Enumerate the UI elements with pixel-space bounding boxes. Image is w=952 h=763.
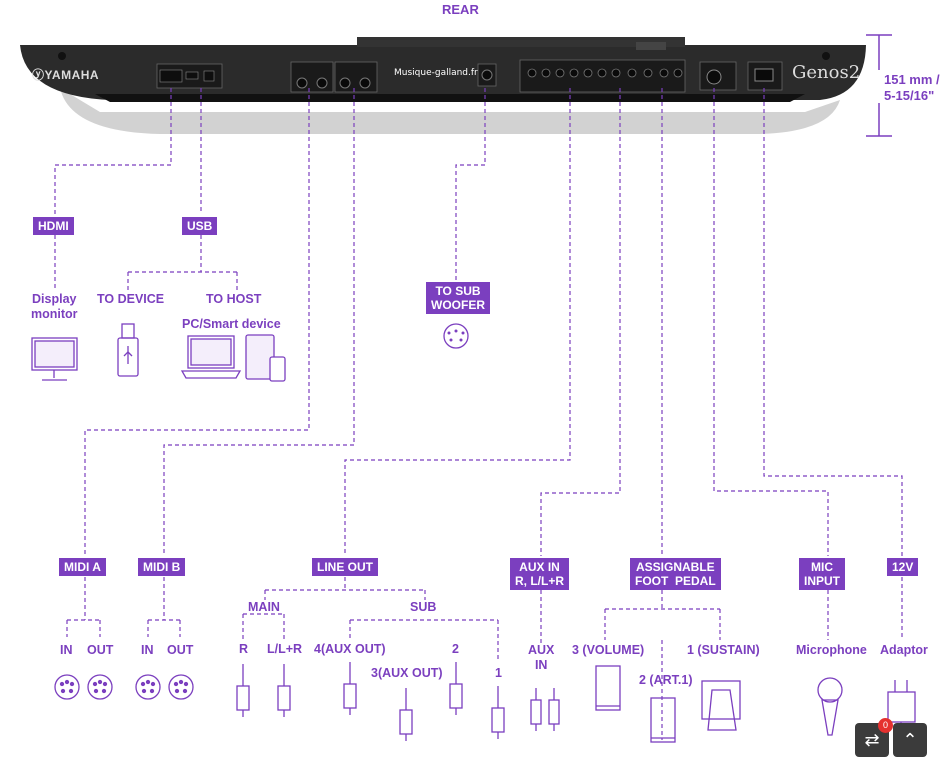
line-out-llr-label: L/L+R (267, 642, 303, 656)
midi-b-out-icon (168, 674, 194, 700)
display-monitor-line-2: monitor (31, 307, 78, 321)
height-dimension-marker (866, 34, 892, 137)
line-out-main-label: MAIN (248, 600, 280, 614)
pedal-3-volume-label: 3 (VOLUME) (572, 643, 645, 657)
foot-pedal-badge-line-1: ASSIGNABLE (635, 560, 715, 574)
sub-woofer-badge-line-2: WOOFER (431, 298, 485, 312)
midi-b-badge: MIDI B (138, 558, 186, 576)
to-host-label: TO HOST (206, 292, 262, 306)
pedal-2-art1-label: 2 (ART.1) (639, 673, 693, 687)
aux-in-badge: AUX IN R, L/L+R (510, 558, 570, 590)
midi-b-in-label: IN (141, 643, 154, 657)
dimension-line-2: 5-15/16" (884, 88, 935, 103)
sub-woofer-badge-line-1: TO SUB (435, 284, 481, 298)
midi-a-out-icon (87, 674, 113, 700)
mic-input-badge-line-1: MIC (811, 560, 833, 574)
microphone-label: Microphone (796, 643, 867, 657)
scroll-top-button[interactable]: ⌃ (893, 723, 927, 757)
line-out-r-label: R (239, 642, 249, 656)
microphone-icon (817, 677, 843, 736)
aux-in-badge-line-1: AUX IN (519, 560, 560, 574)
aux-in-label-line-1: AUX (528, 643, 555, 657)
aux-in-label: AUX IN (528, 643, 554, 673)
aux-in-label-line-2: IN (534, 658, 548, 672)
line-out-sub2-label: 2 (452, 642, 459, 656)
display-monitor-label: Display monitor (31, 292, 78, 322)
swap-icon: ⇄ (864, 730, 880, 750)
midi-a-in-label: IN (60, 643, 73, 657)
mic-input-badge: MIC INPUT (799, 558, 845, 590)
rear-heading: REAR (442, 2, 479, 17)
pedal-1-sustain-label: 1 (SUSTAIN) (687, 643, 760, 657)
midi-b-out-label: OUT (167, 643, 194, 657)
line-out-sub1-label: 1 (495, 666, 502, 680)
midi-a-badge: MIDI A (59, 558, 106, 576)
jack-plug-icon (236, 662, 505, 741)
height-dimension-label: 151 mm / 5-15/16" (884, 72, 940, 104)
power-12v-badge: 12V (887, 558, 919, 576)
aux-in-badge-line-2: R, L/L+R (515, 574, 565, 588)
usb-stick-icon (117, 323, 139, 377)
tablet-icon (245, 334, 286, 382)
mic-input-badge-line-2: INPUT (804, 574, 840, 588)
pc-smart-device-label: PC/Smart device (182, 317, 281, 331)
foot-pedal-badge: ASSIGNABLE FOOT PEDAL (630, 558, 721, 590)
sub-woofer-badge: TO SUB WOOFER (426, 282, 490, 314)
to-device-label: TO DEVICE (97, 292, 165, 306)
foot-pedal-icon (595, 665, 741, 743)
display-monitor-line-1: Display (32, 292, 77, 306)
line-out-badge: LINE OUT (312, 558, 378, 576)
model-logo: Genos2 (792, 62, 861, 83)
chevron-up-icon: ⌃ (902, 730, 918, 750)
line-out-sub-label: SUB (410, 600, 437, 614)
watermark-text: Musique-galland.fr (394, 68, 478, 78)
connection-lines (54, 88, 903, 740)
rca-plug-icon (530, 688, 560, 731)
hdmi-badge: HDMI (33, 217, 74, 235)
din-connector-icon (443, 323, 469, 349)
adaptor-label: Adaptor (880, 643, 928, 657)
midi-a-in-icon (54, 674, 80, 700)
dimension-line-1: 151 mm / (884, 72, 940, 87)
midi-a-out-label: OUT (87, 643, 114, 657)
notification-badge: 0 (878, 718, 893, 733)
midi-b-in-icon (135, 674, 161, 700)
monitor-icon (31, 337, 78, 381)
line-out-sub4-label: 4(AUX OUT) (314, 642, 386, 656)
keyboard-rear-panel (20, 37, 866, 134)
usb-badge: USB (182, 217, 218, 235)
laptop-icon (180, 335, 242, 379)
line-out-sub3-label: 3(AUX OUT) (371, 666, 443, 680)
yamaha-logo: ⓨYAMAHA (32, 68, 100, 82)
foot-pedal-badge-line-2: FOOT PEDAL (635, 574, 716, 588)
